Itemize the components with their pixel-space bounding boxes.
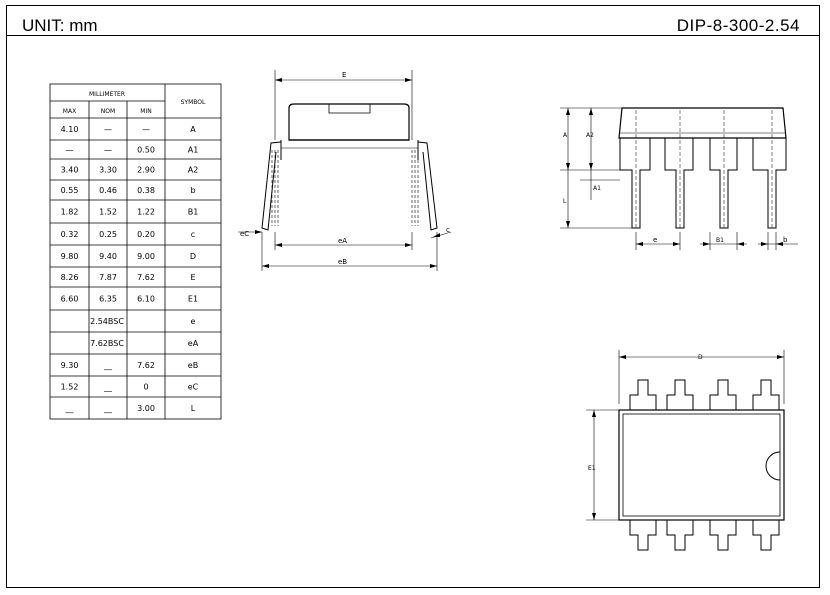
table-cell-symbol: e <box>191 317 196 326</box>
table-cell-symbol: E1 <box>188 295 198 304</box>
table-cell-span: 7.62BSC <box>90 339 124 348</box>
table-cell-max: 9.80 <box>61 252 79 261</box>
table-cell-symbol: b <box>190 186 195 195</box>
table-cell-nom: 6.35 <box>99 295 117 304</box>
table-cell-nom: 0.25 <box>99 230 117 239</box>
dim-E1-label: E1 <box>588 465 596 472</box>
table-cell-max: 4.10 <box>61 125 79 134</box>
table-cell-max: 9.30 <box>61 361 79 370</box>
table-cell-nom: 3.30 <box>99 166 117 175</box>
table-cell-min: 2.90 <box>137 166 155 175</box>
package-name: DIP-8-300-2.54 <box>676 16 800 35</box>
symbol-header: SYMBOL <box>181 99 206 106</box>
dimension-table-text: MILLIMETER SYMBOL MAX NOM MIN A 4.10 — — A1 — — 0.50… <box>61 91 206 413</box>
table-cell-min: 0.50 <box>137 146 155 155</box>
table-cell-max: __ <box>65 404 75 413</box>
table-cell-symbol: A <box>190 125 196 134</box>
dim-eA-label: eA <box>338 237 347 245</box>
dim-eB-label: eB <box>338 258 347 266</box>
table-cell-symbol: B1 <box>188 208 199 217</box>
millimeter-header: MILLIMETER <box>89 91 125 98</box>
table-cell-max: 0.32 <box>61 230 79 239</box>
table-cell-nom: __ <box>103 361 113 370</box>
dimension-table <box>49 83 222 420</box>
table-cell-min: 7.62 <box>137 361 155 370</box>
dim-c-label: c <box>446 226 450 234</box>
table-cell-symbol: E <box>190 273 195 282</box>
table-cell-nom: — <box>104 146 112 155</box>
dim-D-label: D <box>698 354 703 361</box>
table-cell-nom: 0.46 <box>99 186 117 195</box>
table-cell-max: — <box>66 146 74 155</box>
table-cell-min: 3.00 <box>137 404 155 413</box>
table-cell-min: 0 <box>143 383 148 392</box>
table-cell-min: 7.62 <box>137 273 155 282</box>
table-cell-nom: __ <box>103 404 113 413</box>
table-cell-min: 0.20 <box>137 230 155 239</box>
table-cell-nom: 7.87 <box>99 273 117 282</box>
dim-A2-label: A2 <box>586 132 594 139</box>
table-cell-min: — <box>142 125 150 134</box>
table-cell-max: 0.55 <box>61 186 79 195</box>
table-cell-symbol: D <box>190 252 196 261</box>
dim-A-label: A <box>563 132 568 139</box>
table-cell-symbol: A1 <box>188 146 199 155</box>
table-cell-max: 1.82 <box>61 208 79 217</box>
table-cell-min: 6.10 <box>137 295 155 304</box>
dim-e-label: e <box>653 236 657 244</box>
table-cell-symbol: eC <box>188 383 199 392</box>
front-view <box>238 70 452 271</box>
column-header: MIN <box>140 108 151 115</box>
table-cell-symbol: c <box>191 230 195 239</box>
table-cell-nom: 9.40 <box>99 252 117 261</box>
dim-eC-label: eC <box>240 230 249 238</box>
table-cell-min: 0.38 <box>137 186 155 195</box>
dim-L-label: L <box>563 198 567 205</box>
side-view <box>560 107 798 250</box>
dim-A1-label: A1 <box>593 185 601 192</box>
dim-B1-label: B1 <box>716 237 724 244</box>
table-cell-nom: __ <box>103 383 113 392</box>
table-cell-span: 2.54BSC <box>90 317 124 326</box>
table-cell-symbol: A2 <box>188 166 199 175</box>
table-cell-min: 9.00 <box>137 252 155 261</box>
dim-E-label: E <box>342 71 346 79</box>
table-cell-max: 6.60 <box>61 295 79 304</box>
dim-b-label: b <box>783 236 788 244</box>
top-view <box>586 350 785 551</box>
column-header: NOM <box>101 108 115 115</box>
drawing-frame <box>6 5 820 588</box>
title-bar: UNIT: mm DIP-8-300-2.54 <box>6 5 820 36</box>
table-cell-max: 8.26 <box>61 273 79 282</box>
table-cell-nom: — <box>104 125 112 134</box>
table-cell-max: 1.52 <box>61 383 79 392</box>
table-cell-max: 3.40 <box>61 166 79 175</box>
table-cell-symbol: eB <box>188 361 198 370</box>
table-cell-min: 1.22 <box>137 208 155 217</box>
table-cell-symbol: eA <box>188 339 199 348</box>
table-cell-nom: 1.52 <box>99 208 117 217</box>
table-cell-symbol: L <box>191 404 196 413</box>
unit-label: UNIT: mm <box>22 16 98 35</box>
column-header: MAX <box>63 108 76 115</box>
